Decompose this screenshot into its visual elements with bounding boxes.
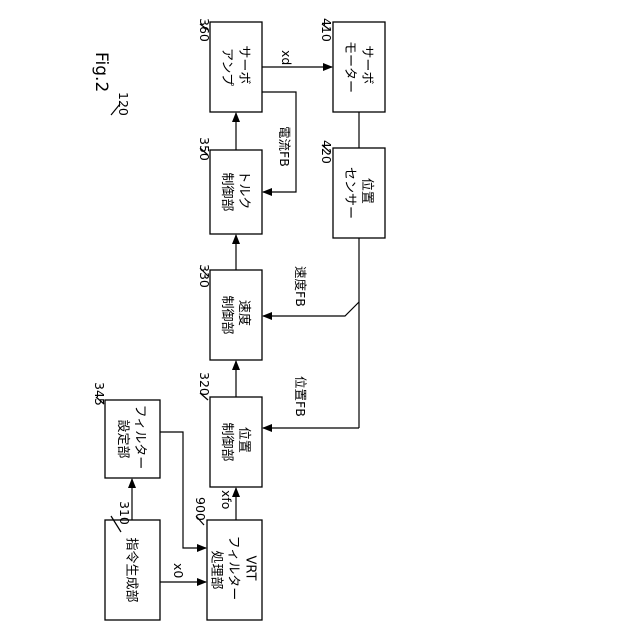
filter-setting-to-vrt-arrow [160,432,206,548]
servo-motor-block: サーボ モーター 410 [319,18,385,112]
servo-amp-label: サーボ アンプ [219,45,251,88]
position-control-block: 位置 制御部 320 [197,372,262,487]
vrt-filter-ref: 900 [193,497,208,521]
xd-label: xd [279,50,294,65]
current-fb-label: 電流FB [277,126,292,167]
xfo-label: xfo [219,490,234,509]
command-generator-ref: 310 [117,501,132,525]
position-fb-label: 位置FB [293,376,308,417]
figure-reference: 120 [116,92,131,116]
filter-setting-ref: 345 [92,382,107,406]
position-control-ref: 320 [197,372,212,396]
position-sensor-ref: 420 [319,140,334,164]
vrt-filter-block: VRT フィルター 処理部 900 [193,497,262,620]
torque-control-label: トルク 制御部 [219,170,251,213]
servo-motor-label: サーボ モーター [342,41,374,93]
filter-setting-block: フィルター 設定部 345 [92,382,160,478]
position-control-label: 位置 制御部 [219,422,251,461]
torque-control-block: トルク 制御部 350 [197,137,262,234]
servo-amp-block: サーボ アンプ 360 [197,18,262,112]
servo-motor-ref: 410 [319,18,334,42]
torque-control-ref: 350 [197,137,212,161]
velocity-control-ref: 330 [197,264,212,288]
velocity-fb-label: 速度FB [293,266,308,307]
figure-label: Fig.2 [91,52,111,92]
position-sensor-block: 位置 センサー 420 [319,140,385,238]
velocity-control-block: 速度 制御部 330 [197,264,262,360]
velocity-fb-arrow [263,302,359,316]
servo-amp-ref: 360 [197,18,212,42]
x0-label: x0 [171,563,186,578]
command-generator-label: 指令生成部 [123,537,138,602]
